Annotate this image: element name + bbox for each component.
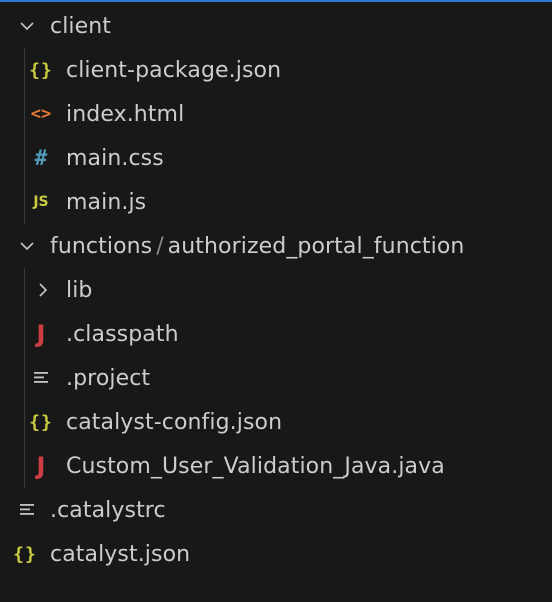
file-label: .project — [66, 365, 151, 391]
folder-label: client — [50, 13, 112, 39]
json-braces-icon: {} — [29, 59, 53, 81]
js-icon: JS — [33, 194, 49, 210]
java-icon: J — [36, 320, 46, 348]
folder-lib[interactable]: lib — [0, 268, 552, 312]
indent-guide — [24, 268, 25, 312]
file-client-package-json[interactable]: {} client-package.json — [0, 48, 552, 92]
indent-guide — [24, 444, 25, 488]
indent-guide — [24, 180, 25, 224]
chevron-down-icon[interactable] — [16, 15, 38, 37]
json-braces-icon: {} — [13, 543, 37, 565]
chevron-down-icon[interactable] — [16, 235, 38, 257]
top-accent-border — [0, 0, 552, 2]
indent-guide — [24, 48, 25, 92]
file-label: client-package.json — [66, 57, 282, 83]
path-separator: / — [156, 233, 164, 259]
file-main-css[interactable]: # main.css — [0, 136, 552, 180]
java-icon: J — [36, 452, 46, 480]
folder-label-subfolder: authorized_portal_function — [167, 233, 465, 259]
file-explorer-tree: client {} client-package.json <> index.h… — [0, 4, 552, 576]
text-lines-icon — [14, 497, 40, 523]
json-braces-icon: {} — [29, 411, 53, 433]
indent-guide — [24, 92, 25, 136]
folder-client[interactable]: client — [0, 4, 552, 48]
file-label: .classpath — [66, 321, 179, 347]
text-lines-icon — [28, 365, 54, 391]
file-classpath[interactable]: J .classpath — [0, 312, 552, 356]
folder-label: lib — [66, 277, 93, 303]
indent-guide — [24, 136, 25, 180]
chevron-right-icon[interactable] — [32, 279, 54, 301]
file-custom-user-validation-java[interactable]: J Custom_User_Validation_Java.java — [0, 444, 552, 488]
file-label: catalyst-config.json — [66, 409, 283, 435]
folder-label: functions — [50, 233, 153, 259]
file-index-html[interactable]: <> index.html — [0, 92, 552, 136]
html-brackets-icon: <> — [30, 104, 52, 124]
file-catalystrc[interactable]: .catalystrc — [0, 488, 552, 532]
indent-guide — [24, 356, 25, 400]
file-project[interactable]: .project — [0, 356, 552, 400]
file-main-js[interactable]: JS main.js — [0, 180, 552, 224]
indent-guide — [24, 312, 25, 356]
indent-guide — [24, 400, 25, 444]
file-label: .catalystrc — [50, 497, 166, 523]
css-hash-icon: # — [34, 146, 48, 170]
file-catalyst-json[interactable]: {} catalyst.json — [0, 532, 552, 576]
file-catalyst-config-json[interactable]: {} catalyst-config.json — [0, 400, 552, 444]
file-label: main.css — [66, 145, 164, 171]
file-label: Custom_User_Validation_Java.java — [66, 453, 445, 479]
file-label: index.html — [66, 101, 185, 127]
folder-functions-authorized-portal-function[interactable]: functions / authorized_portal_function — [0, 224, 552, 268]
file-label: main.js — [66, 189, 147, 215]
file-label: catalyst.json — [50, 541, 191, 567]
